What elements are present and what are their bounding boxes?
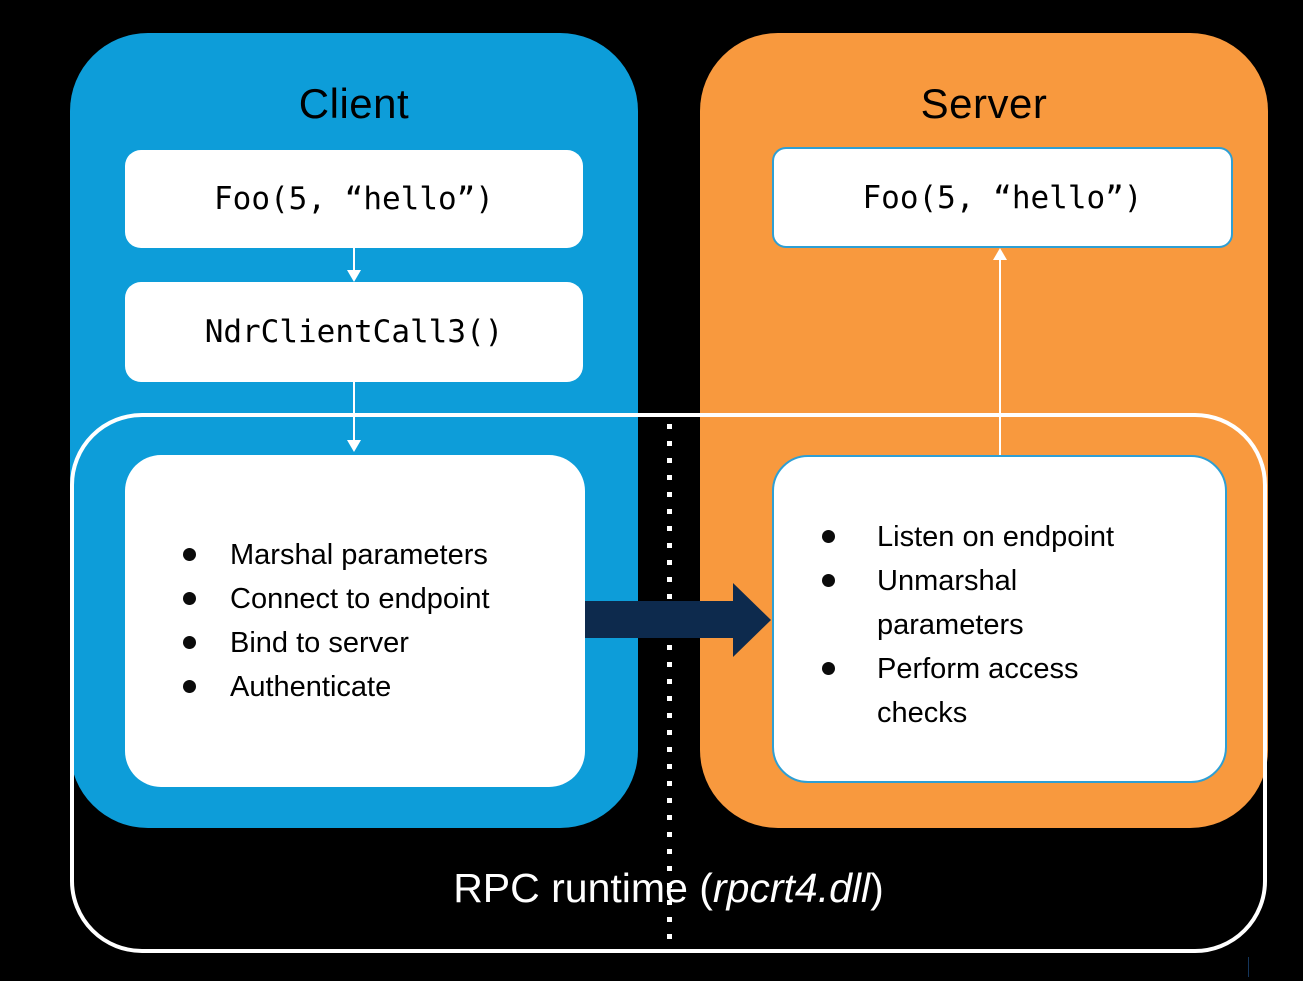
rpc-transport-arrow-head-icon xyxy=(733,583,771,657)
list-item: Listen on endpoint xyxy=(822,515,1158,559)
rpc-runtime-label-prefix: RPC runtime ( xyxy=(453,865,713,911)
bullet-dot-icon xyxy=(183,592,196,605)
server-step-label: Listen on endpoint xyxy=(877,521,1115,553)
server-step-label: Unmarshal parameters xyxy=(877,565,1024,641)
server-foo-call-box: Foo(5, “hello”) xyxy=(772,147,1233,248)
client-step-label: Authenticate xyxy=(230,671,392,703)
list-item: Perform access checks xyxy=(822,647,1158,735)
client-foo-call-box: Foo(5, “hello”) xyxy=(125,150,583,248)
client-ndrclientcall3-label: NdrClientCall3() xyxy=(204,314,504,350)
server-runtime-to-foo-arrow xyxy=(999,260,1001,455)
process-boundary-dotted-line xyxy=(667,424,672,952)
list-item: Authenticate xyxy=(183,665,565,709)
client-foo-to-ndr-arrow xyxy=(353,248,355,270)
bullet-dot-icon xyxy=(183,680,196,693)
server-panel-title: Server xyxy=(920,80,1048,127)
arrow-down-icon xyxy=(347,270,361,282)
server-runtime-steps-box: Listen on endpoint Unmarshal parameters … xyxy=(772,455,1227,783)
client-runtime-steps-box: Marshal parameters Connect to endpoint B… xyxy=(125,455,585,787)
stray-pixel-line xyxy=(1248,957,1249,977)
client-ndrclientcall3-box: NdrClientCall3() xyxy=(125,282,583,382)
server-step-label: Perform access checks xyxy=(877,653,1079,729)
rpc-runtime-label-suffix: ) xyxy=(870,865,884,911)
bullet-dot-icon xyxy=(822,662,835,675)
client-ndr-to-runtime-arrow xyxy=(353,382,355,440)
client-step-label: Marshal parameters xyxy=(230,539,488,571)
list-item: Connect to endpoint xyxy=(183,577,565,621)
client-step-label: Connect to endpoint xyxy=(230,583,490,615)
arrow-down-icon xyxy=(347,440,361,452)
list-item: Bind to server xyxy=(183,621,565,665)
bullet-dot-icon xyxy=(822,530,835,543)
list-item: Marshal parameters xyxy=(183,533,565,577)
bullet-dot-icon xyxy=(822,574,835,587)
arrow-up-icon xyxy=(993,248,1007,260)
rpc-transport-arrow-body xyxy=(585,601,733,638)
client-step-label: Bind to server xyxy=(230,627,409,659)
bullet-dot-icon xyxy=(183,636,196,649)
rpc-runtime-dll-name: rpcrt4.dll xyxy=(712,865,871,911)
client-foo-call-label: Foo(5, “hello”) xyxy=(214,181,494,217)
list-item: Unmarshal parameters xyxy=(822,559,1158,647)
bullet-dot-icon xyxy=(183,548,196,561)
client-panel-title: Client xyxy=(298,80,410,127)
server-foo-call-label: Foo(5, “hello”) xyxy=(862,179,1143,216)
